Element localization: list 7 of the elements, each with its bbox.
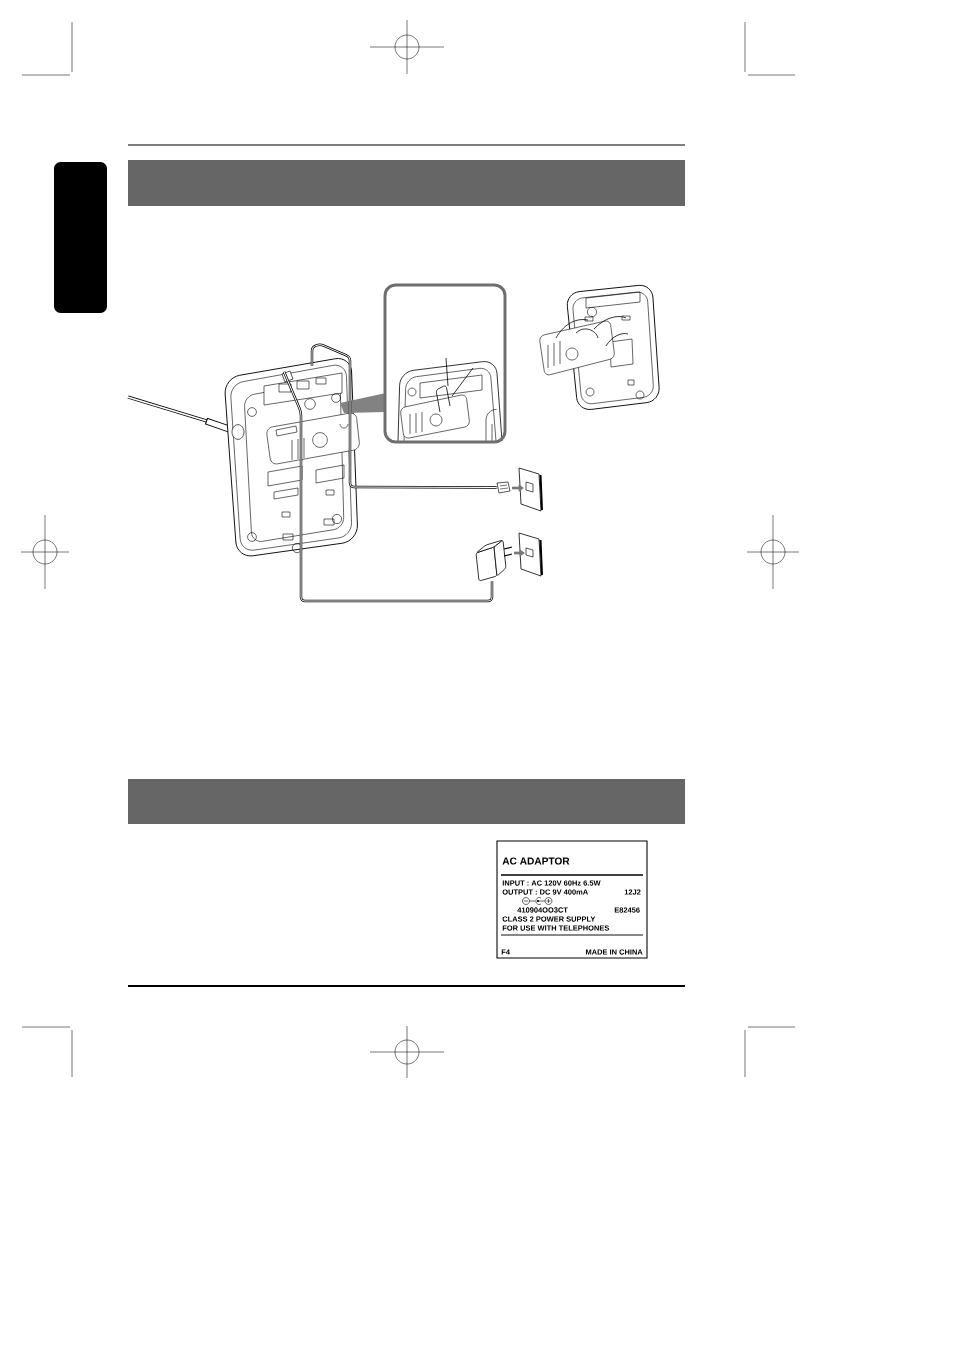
modular-plug [496, 481, 511, 494]
power-cord [282, 371, 494, 603]
product-name: AC ADAPTOR [502, 857, 570, 865]
ac-adaptor [475, 540, 513, 581]
base-unit [224, 358, 360, 557]
side-tab [54, 162, 107, 313]
telephone-cord [310, 343, 498, 489]
